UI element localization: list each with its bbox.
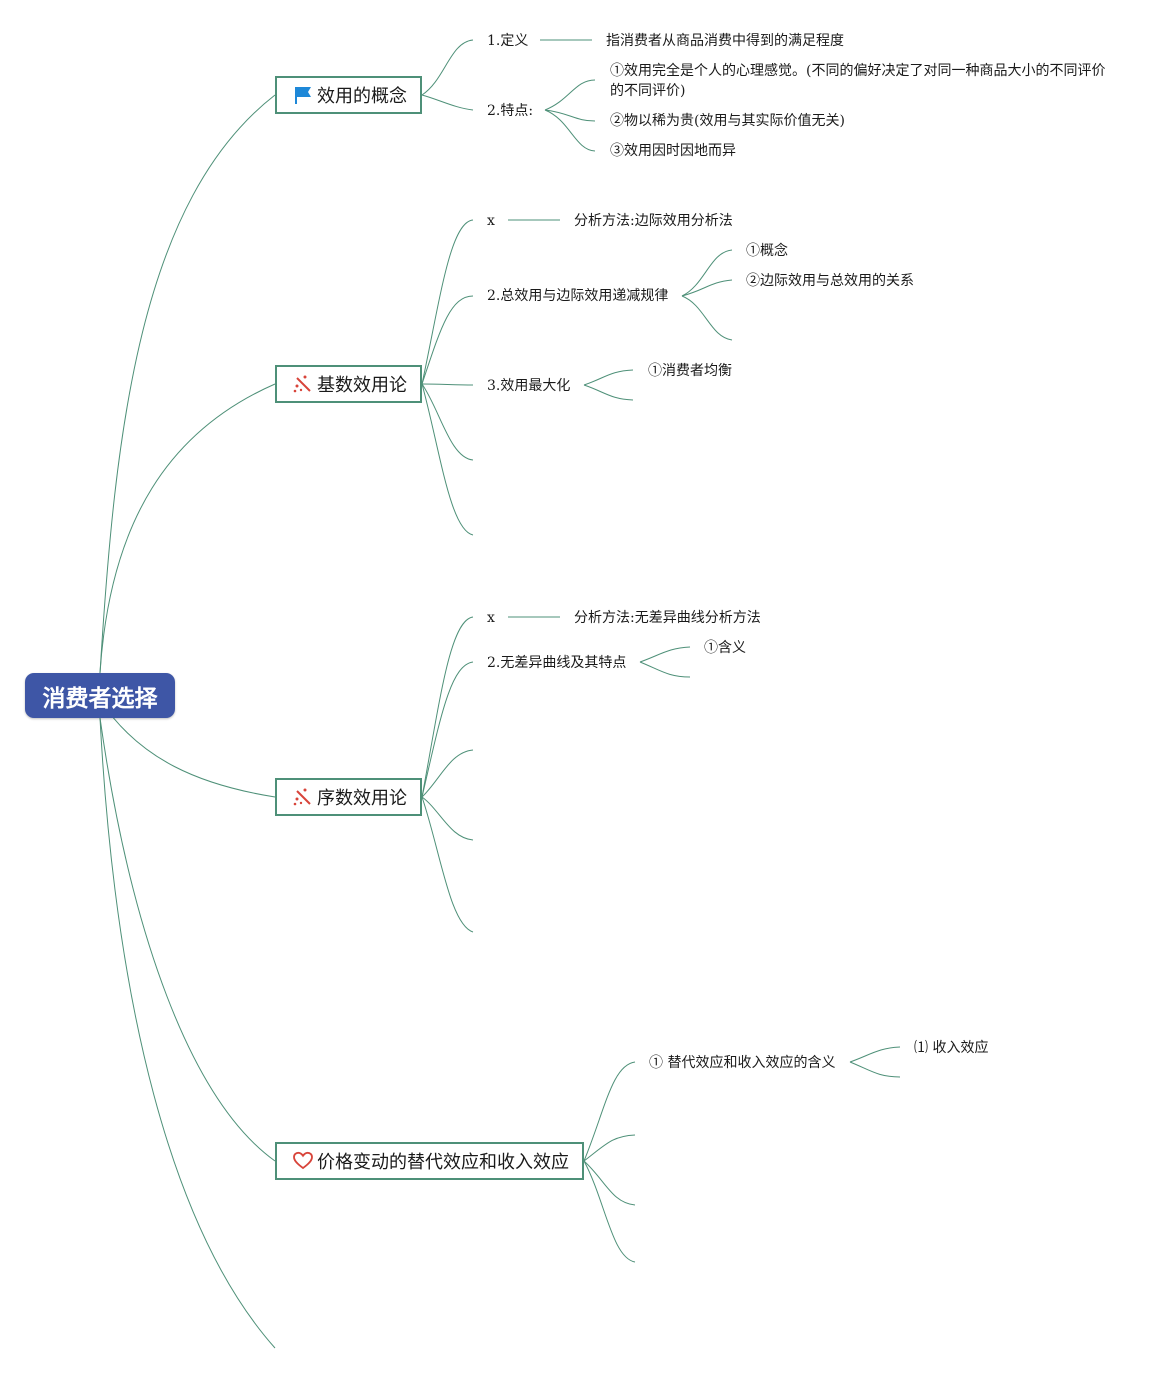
node-feature-2[interactable]: ②物以稀为贵(效用与其实际价值无关) — [610, 113, 845, 129]
node-income-effect[interactable]: ⑴ 收入效应 — [914, 1040, 989, 1056]
link-root-price — [99, 717, 276, 1162]
link-cardinal-law — [421, 295, 474, 385]
topic-price-effects[interactable]: 价格变动的替代效应和收入效应 — [275, 1142, 584, 1180]
link-price-empty-3 — [583, 1160, 636, 1263]
link-price-empty-2 — [583, 1160, 636, 1206]
link-ordinal-empty-3 — [421, 796, 474, 933]
node-effects-meaning[interactable]: ① 替代效应和收入效应的含义 — [649, 1055, 836, 1071]
node-consumer-equilibrium[interactable]: ①消费者均衡 — [648, 363, 732, 379]
link-max-empty — [583, 384, 634, 401]
flag-icon — [293, 84, 313, 106]
link-price-meaning — [583, 1061, 636, 1162]
node-utility-max[interactable]: 3.效用最大化 — [487, 378, 571, 394]
link-law-1 — [681, 249, 733, 297]
link-root-extra — [99, 717, 276, 1349]
link-concept-definition — [421, 39, 474, 96]
node-marginal-law[interactable]: 2.总效用与边际效用递减规律 — [487, 288, 669, 304]
link-max-1 — [583, 369, 634, 386]
topic-utility-concept-label: 效用的概念 — [317, 86, 407, 107]
link-concept-features — [421, 94, 474, 111]
link-ordinal-empty-2 — [421, 796, 474, 841]
link-cardinal-empty-2 — [421, 383, 474, 536]
topic-price-effects-label: 价格变动的替代效应和收入效应 — [317, 1152, 569, 1173]
link-indiff-empty — [639, 661, 691, 678]
heart-icon — [293, 1150, 313, 1172]
link-meaning-1 — [849, 1046, 901, 1063]
topic-utility-concept[interactable]: 效用的概念 — [275, 76, 422, 114]
link-cardinal-max — [421, 383, 474, 386]
link-cardinal-empty-1 — [421, 383, 474, 461]
topic-ordinal-utility-label: 序数效用论 — [317, 788, 407, 809]
link-features-2 — [544, 109, 596, 122]
link-law-2 — [681, 279, 733, 297]
link-law-empty — [681, 295, 733, 341]
link-ordinal-method — [421, 616, 474, 798]
link-ordinal-empty-1 — [421, 749, 474, 798]
sparkle-wand-icon — [293, 373, 313, 395]
link-ordinal-indiff — [421, 661, 474, 798]
topic-cardinal-utility-label: 基数效用论 — [317, 375, 407, 396]
node-features[interactable]: 2.特点: — [487, 103, 534, 119]
link-root-cardinal — [99, 383, 276, 674]
link-features-1 — [544, 79, 596, 111]
node-feature-1[interactable]: ①效用完全是个人的心理感觉。(不同的偏好决定了对同一种商品大小的不同评价的不同评… — [610, 63, 1106, 99]
link-cardinal-method — [421, 219, 474, 385]
node-cardinal-method-detail[interactable]: 分析方法:边际效用分析法 — [574, 213, 733, 229]
topic-cardinal-utility[interactable]: 基数效用论 — [275, 365, 422, 403]
node-definition-detail[interactable]: 指消费者从商品消费中得到的满足程度 — [606, 33, 844, 49]
root-topic-label: 消费者选择 — [42, 685, 158, 712]
node-feature-3[interactable]: ③效用因时因地而异 — [610, 143, 736, 159]
link-price-empty-1 — [583, 1134, 636, 1162]
node-cardinal-method[interactable]: x — [487, 213, 495, 229]
node-ordinal-method[interactable]: x — [487, 610, 495, 626]
node-indifference-meaning[interactable]: ①含义 — [704, 640, 746, 656]
node-law-concept[interactable]: ①概念 — [746, 243, 788, 259]
node-law-relation[interactable]: ②边际效用与总效用的关系 — [746, 273, 914, 289]
link-meaning-empty — [849, 1061, 901, 1078]
link-root-utility-concept — [99, 94, 276, 674]
link-features-3 — [544, 109, 596, 152]
node-definition[interactable]: 1.定义 — [487, 33, 529, 49]
node-ordinal-method-detail[interactable]: 分析方法:无差异曲线分析方法 — [574, 610, 761, 626]
link-indiff-1 — [639, 646, 691, 663]
sparkle-wand-icon — [293, 786, 313, 808]
node-indifference-curve[interactable]: 2.无差异曲线及其特点 — [487, 655, 627, 671]
link-root-ordinal — [99, 699, 276, 798]
root-topic[interactable]: 消费者选择 — [25, 673, 175, 718]
topic-ordinal-utility[interactable]: 序数效用论 — [275, 778, 422, 816]
